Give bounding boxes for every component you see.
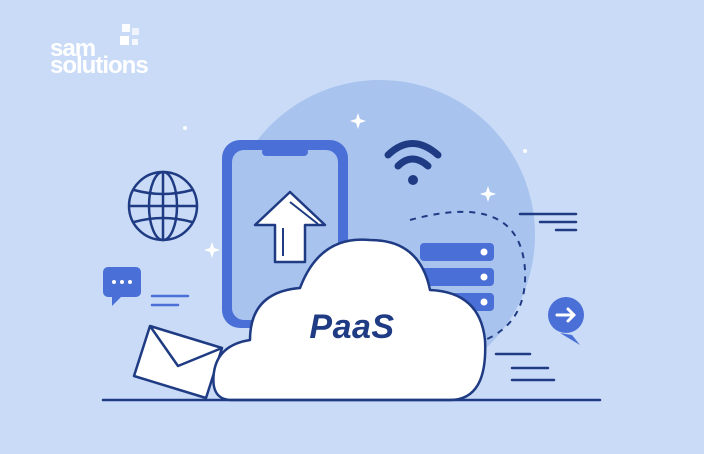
wifi-icon: [384, 140, 442, 185]
upload-arrow-icon: [253, 190, 327, 264]
speed-lines-left: [150, 294, 190, 307]
envelope-icon: [132, 324, 224, 400]
brand-logo: sam solutions: [50, 24, 149, 79]
dashed-orbit: [409, 210, 527, 346]
arrow-right-circle-icon: [548, 297, 584, 345]
speed-lines-top: [518, 212, 578, 232]
speed-lines-bottom: [494, 352, 556, 382]
globe-icon: [127, 170, 199, 242]
cloud-label: PaaS: [309, 308, 395, 346]
logo-squares-icon: [120, 24, 139, 45]
sparkle-icon: [183, 113, 527, 258]
logo-text-line1: sam: [50, 35, 96, 62]
chat-bubble-icon: [103, 267, 141, 306]
cloud-icon: [212, 238, 487, 402]
logo-text-line2: solutions: [50, 52, 149, 79]
